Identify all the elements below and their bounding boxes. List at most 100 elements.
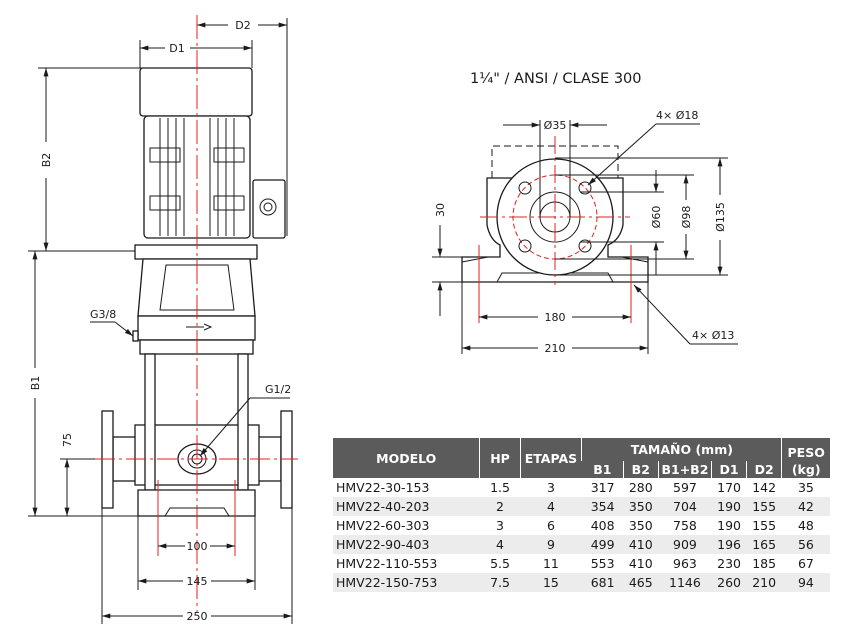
cell-d1: 190 bbox=[711, 497, 747, 516]
label-30: 30 bbox=[434, 203, 447, 217]
cell-d2: 185 bbox=[752, 556, 777, 571]
cell-d1: 170 bbox=[717, 480, 742, 495]
motor-cap bbox=[139, 67, 253, 117]
table-row: HMV22-110-553 5.5 11 553 410 963 230 185 67 bbox=[333, 554, 830, 573]
bolt-hole bbox=[578, 239, 592, 253]
terminal-box bbox=[252, 179, 286, 239]
cell-etapas: 9 bbox=[520, 535, 582, 554]
col-header-modelo: MODELO bbox=[333, 438, 480, 478]
tie-rod bbox=[237, 353, 249, 491]
cell-b1: 499 bbox=[581, 535, 624, 554]
cell-b1: 408 bbox=[590, 518, 615, 533]
cell-hp: 5.5 bbox=[490, 556, 510, 571]
label-d135: Ø135 bbox=[714, 202, 727, 232]
cell-hp: 2 bbox=[479, 497, 521, 516]
cell-b2: 410 bbox=[623, 535, 659, 554]
col-header-b1b2: B1+B2 bbox=[657, 461, 712, 478]
label-250: 250 bbox=[187, 610, 208, 623]
col-header-etapas: ETAPAS bbox=[519, 438, 582, 478]
cell-b2: 350 bbox=[623, 497, 659, 516]
col-header-tamano: TAMAÑO (mm) bbox=[581, 438, 782, 461]
cell-b1b2: 963 bbox=[673, 556, 697, 571]
cell-b1: 317 bbox=[590, 480, 615, 495]
cell-modelo: HMV22-30-153 bbox=[336, 480, 430, 495]
cell-hp: 1.5 bbox=[490, 480, 510, 495]
col-header-hp: HP bbox=[479, 438, 521, 478]
cell-b2: 280 bbox=[628, 480, 653, 495]
cell-modelo: HMV22-90-403 bbox=[333, 535, 480, 554]
label-d60: Ø60 bbox=[650, 206, 663, 229]
cell-b2: 465 bbox=[623, 573, 659, 592]
cell-b1b2: 704 bbox=[658, 497, 712, 516]
cell-modelo: HMV22-60-303 bbox=[336, 518, 430, 533]
cell-d2: 142 bbox=[752, 480, 777, 495]
label-145: 145 bbox=[187, 575, 208, 588]
table-row: HMV22-60-303 3 6 408 350 758 190 155 48 bbox=[333, 516, 830, 535]
cell-etapas: 3 bbox=[546, 480, 555, 495]
model-dimensions-table: MODELO HP ETAPAS TAMAÑO (mm) PESO B1 B2 … bbox=[333, 438, 830, 592]
label-d2: D2 bbox=[235, 19, 250, 32]
bolt-hole bbox=[518, 181, 532, 195]
label-d98: Ø98 bbox=[680, 206, 693, 229]
cell-hp: 3 bbox=[496, 518, 504, 533]
cell-b1b2: 1146 bbox=[658, 573, 712, 592]
col-header-b1: B1 bbox=[581, 461, 624, 478]
label-bore: Ø35 bbox=[544, 119, 567, 132]
cell-etapas: 4 bbox=[520, 497, 582, 516]
bolt-hole bbox=[578, 181, 592, 195]
cell-b2: 410 bbox=[628, 556, 653, 571]
label-foot-holes: 4× Ø13 bbox=[692, 329, 734, 342]
cell-etapas: 6 bbox=[546, 518, 555, 533]
cell-d2: 210 bbox=[746, 573, 782, 592]
label-b2: B2 bbox=[40, 153, 53, 168]
label-100: 100 bbox=[187, 540, 208, 553]
cell-b1b2: 597 bbox=[673, 480, 697, 495]
label-d1: D1 bbox=[169, 42, 184, 55]
cell-modelo: HMV22-150-753 bbox=[333, 573, 480, 592]
cell-d1: 260 bbox=[711, 573, 747, 592]
cell-etapas: 11 bbox=[542, 556, 559, 571]
cell-b1: 354 bbox=[581, 497, 624, 516]
cell-d1: 190 bbox=[717, 518, 742, 533]
col-header-d1: D1 bbox=[711, 461, 747, 478]
cell-peso: 48 bbox=[797, 518, 814, 533]
label-g38: G3/8 bbox=[90, 308, 116, 321]
label-b1: B1 bbox=[29, 376, 42, 391]
col-header-peso: PESO bbox=[781, 438, 830, 461]
label-210: 210 bbox=[545, 342, 566, 355]
cell-peso: 94 bbox=[781, 573, 830, 592]
cell-peso: 67 bbox=[797, 556, 814, 571]
cell-modelo: HMV22-40-203 bbox=[333, 497, 480, 516]
cell-d1: 230 bbox=[717, 556, 742, 571]
label-180: 180 bbox=[545, 311, 566, 324]
cell-hp: 4 bbox=[479, 535, 521, 554]
cell-peso: 56 bbox=[781, 535, 830, 554]
col-header-peso-unit: (kg) bbox=[781, 461, 830, 478]
cell-b2: 350 bbox=[628, 518, 653, 533]
cell-hp: 7.5 bbox=[479, 573, 521, 592]
cell-b1b2: 758 bbox=[673, 518, 697, 533]
cell-d2: 165 bbox=[746, 535, 782, 554]
col-header-d2: D2 bbox=[745, 461, 782, 478]
cell-d2: 155 bbox=[746, 497, 782, 516]
bolt-hole bbox=[518, 239, 532, 253]
flange-detail-view: 1¼" / ANSI / CLASE 300 Ø35 4× Ø18 bbox=[432, 71, 738, 355]
label-bolt-holes: 4× Ø18 bbox=[656, 109, 698, 122]
table-row: HMV22-30-153 1.5 3 317 280 597 170 142 35 bbox=[333, 478, 830, 497]
motor-flange bbox=[134, 244, 258, 260]
cell-peso: 35 bbox=[797, 480, 814, 495]
cell-modelo: HMV22-110-553 bbox=[336, 556, 438, 571]
tie-rod bbox=[144, 353, 156, 491]
cell-b1b2: 909 bbox=[658, 535, 712, 554]
cell-peso: 42 bbox=[781, 497, 830, 516]
flange-title: 1¼" / ANSI / CLASE 300 bbox=[470, 71, 642, 87]
col-header-b2: B2 bbox=[623, 461, 659, 478]
label-75: 75 bbox=[61, 433, 74, 447]
cell-d2: 155 bbox=[752, 518, 777, 533]
cell-b1: 553 bbox=[590, 556, 615, 571]
cell-b1: 681 bbox=[581, 573, 624, 592]
